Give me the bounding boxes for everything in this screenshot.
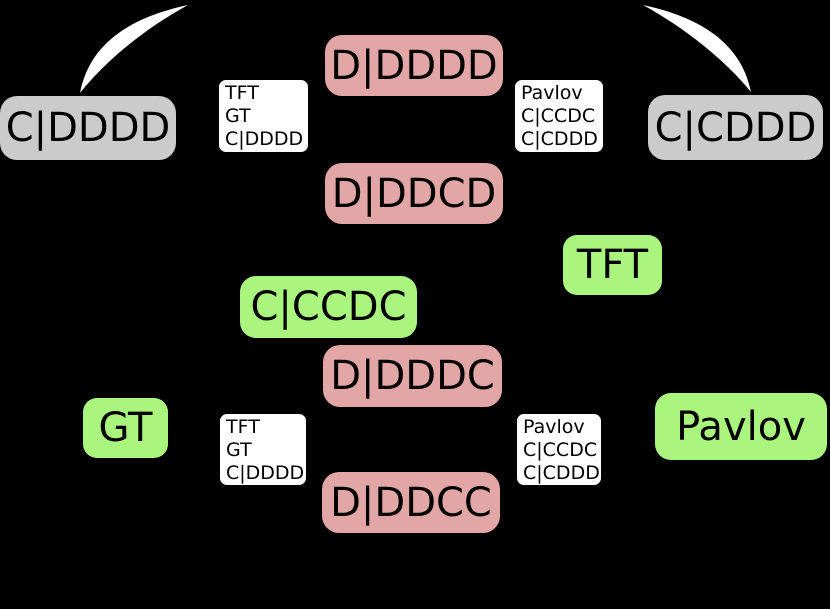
- node-d-ddcd-label: D|DDCD: [331, 170, 497, 217]
- node-tft: TFT: [563, 235, 662, 295]
- node-pavlov: Pavlov: [655, 393, 827, 460]
- node-d-dddd: D|DDDD: [325, 35, 503, 96]
- node-d-dddc: D|DDDC: [323, 345, 502, 407]
- edge-label-top-left-line2: GT: [225, 105, 251, 127]
- node-c-dddd-label: C|DDDD: [5, 105, 171, 151]
- edge-label-bottom-right-line1: Pavlov: [523, 416, 585, 438]
- node-c-ccdc-label: C|CCDC: [250, 284, 407, 330]
- node-pavlov-label: Pavlov: [676, 403, 806, 450]
- edge-label-bottom-right-line3: C|CDDD: [523, 462, 600, 484]
- edge-label-top-right: Pavlov C|CCDC C|CDDD: [513, 78, 605, 154]
- edge-label-bottom-left: TFT GT C|DDDD: [218, 412, 308, 487]
- node-d-ddcc-label: D|DDCC: [330, 479, 492, 526]
- node-d-dddd-label: D|DDDD: [330, 42, 498, 89]
- edge-label-top-left: TFT GT C|DDDD: [217, 78, 310, 154]
- node-tft-label: TFT: [576, 242, 649, 288]
- node-c-ccdc: C|CCDC: [240, 276, 417, 338]
- edge-label-top-left-line1: TFT: [225, 82, 259, 104]
- edge-label-bottom-left-line3: C|DDDD: [226, 462, 305, 484]
- node-c-dddd: C|DDDD: [0, 96, 176, 160]
- curved-arrow-left-icon: [80, 5, 188, 93]
- node-d-dddc-label: D|DDDC: [330, 353, 495, 399]
- edge-label-bottom-right-line2: C|CCDC: [523, 439, 598, 461]
- edge-label-bottom-left-line2: GT: [226, 439, 252, 461]
- edge-label-top-right-line2: C|CCDC: [521, 105, 596, 127]
- node-d-ddcd: D|DDCD: [325, 163, 503, 224]
- node-gt: GT: [83, 398, 168, 458]
- edge-label-top-right-line1: Pavlov: [521, 82, 583, 104]
- edge-label-bottom-left-line1: TFT: [226, 416, 260, 438]
- node-gt-label: GT: [98, 405, 153, 451]
- node-c-cddd: C|CDDD: [648, 95, 823, 160]
- node-c-cddd-label: C|CDDD: [654, 104, 817, 151]
- edge-label-top-left-line3: C|DDDD: [225, 128, 304, 150]
- edge-label-top-right-line3: C|CDDD: [521, 128, 598, 150]
- node-d-ddcc: D|DDCC: [322, 472, 500, 533]
- edge-label-bottom-right: Pavlov C|CCDC C|CDDD: [515, 412, 603, 487]
- curved-arrow-right-icon: [643, 5, 751, 92]
